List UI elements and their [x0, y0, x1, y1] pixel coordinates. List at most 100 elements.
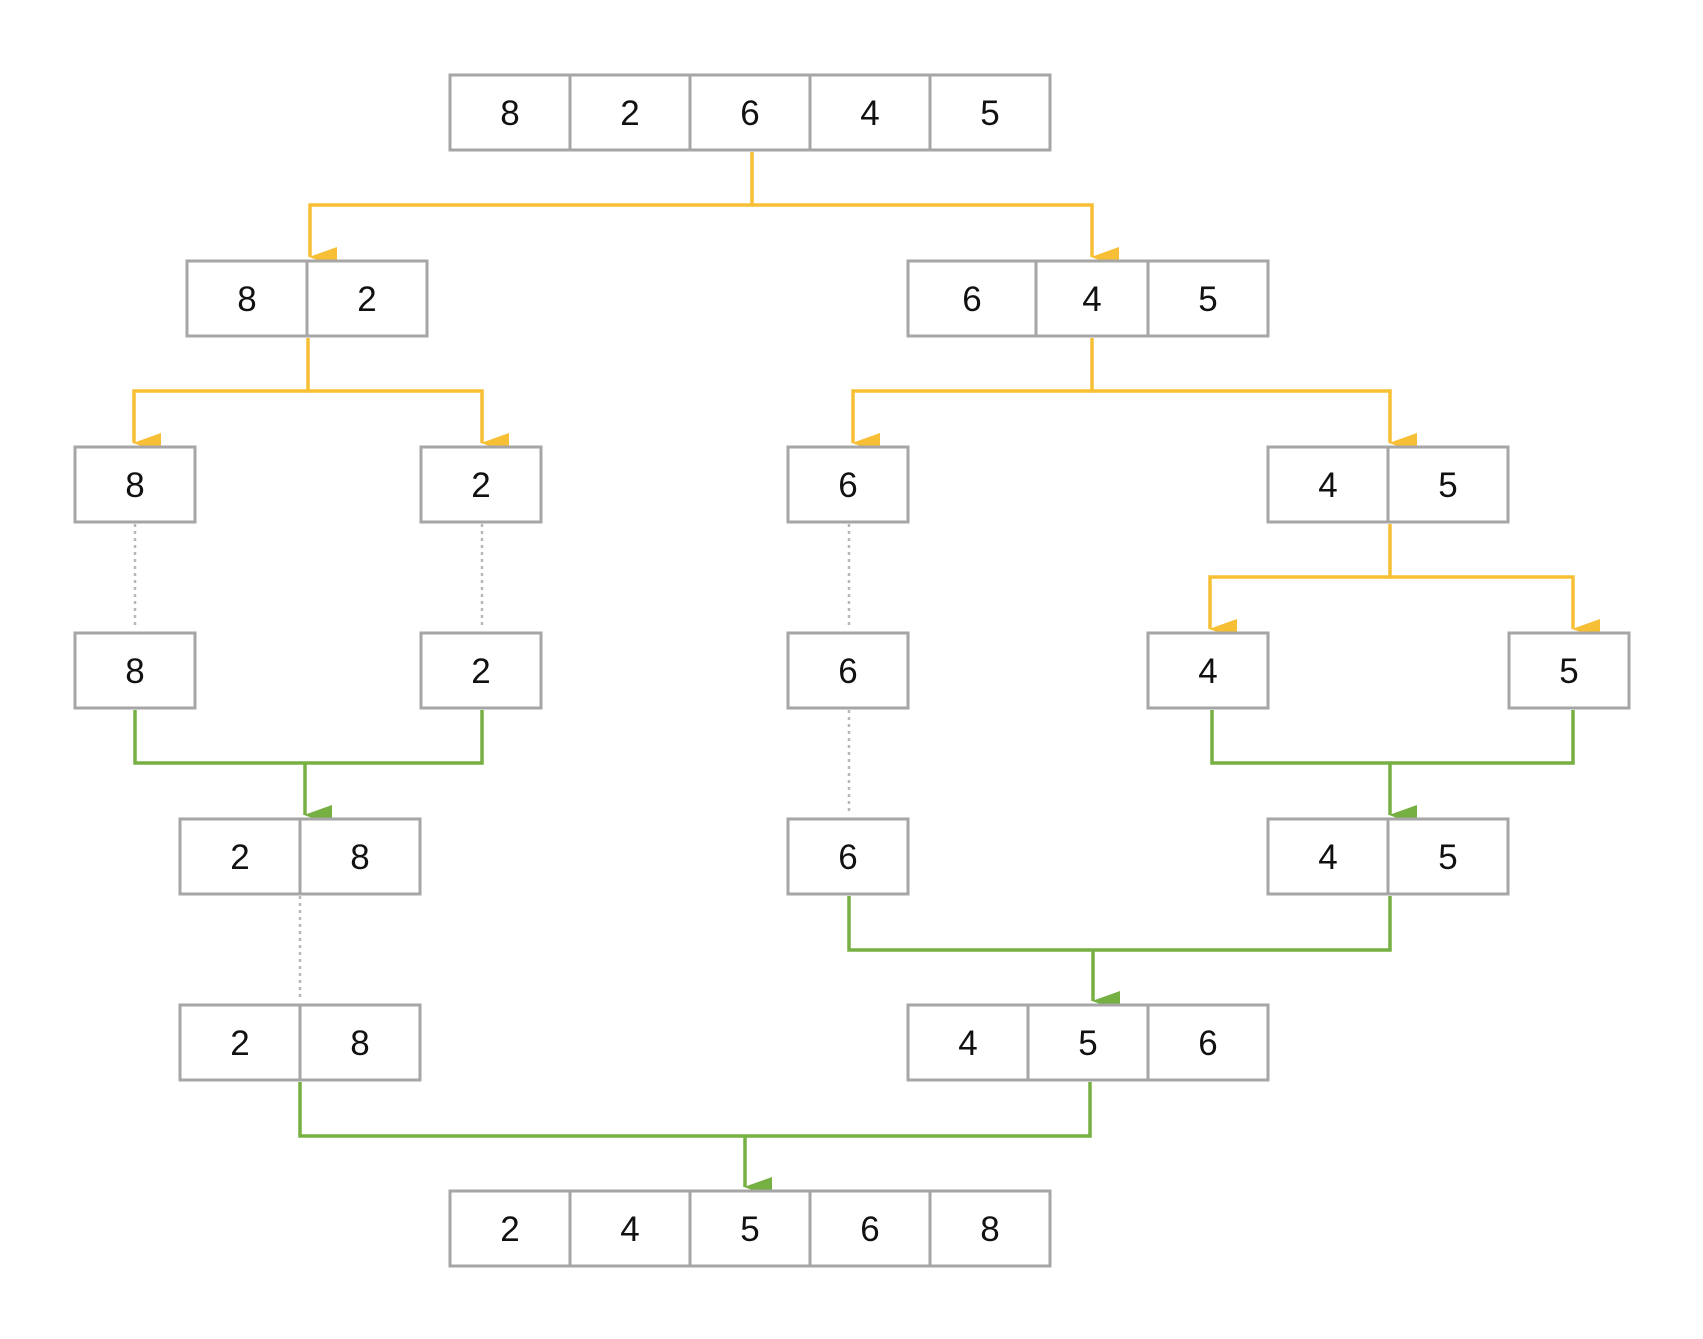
array-cell: 5	[928, 73, 1052, 152]
array-cell: 8	[928, 1189, 1052, 1268]
cell-border	[73, 445, 197, 524]
array-cell: 4	[1034, 259, 1150, 338]
cell-value: 8	[350, 1024, 369, 1063]
array-r-keep-6b: 6	[786, 817, 910, 896]
cell-value: 5	[1198, 280, 1217, 319]
cell-border	[298, 1003, 422, 1082]
array-cell: 8	[73, 445, 197, 524]
array-r-single-4: 4	[1146, 631, 1270, 710]
array-cell: 5	[1386, 445, 1510, 524]
array-l-keep-2: 2	[419, 631, 543, 710]
cell-border	[786, 631, 910, 710]
cell-border	[185, 259, 309, 338]
cell-value: 8	[237, 280, 256, 319]
array-cell: 6	[688, 73, 812, 152]
cell-border	[178, 817, 302, 896]
array-r-merged-456: 4 5 6	[906, 1003, 1270, 1082]
array-r-single-5: 5	[1507, 631, 1631, 710]
array-cell: 6	[786, 631, 910, 710]
split-45-4	[1208, 524, 1392, 639]
cell-border	[1146, 1003, 1270, 1082]
cell-value: 2	[620, 94, 639, 133]
cell-border	[419, 445, 543, 524]
array-cell: 2	[419, 631, 543, 710]
cell-value: 6	[860, 1210, 879, 1249]
merge-4-5-line	[1210, 710, 1575, 765]
cell-value: 5	[1438, 838, 1457, 877]
cell-value: 8	[125, 466, 144, 505]
cell-border	[1146, 631, 1270, 710]
array-cell: 2	[419, 445, 543, 524]
split-root-left	[308, 152, 754, 267]
array-cell: 4	[1266, 445, 1390, 524]
cell-border	[298, 817, 422, 896]
cell-value: 4	[1082, 280, 1101, 319]
array-cell: 5	[1386, 817, 1510, 896]
array-cell: 4	[1266, 817, 1390, 896]
cell-border	[688, 73, 812, 152]
cell-value: 2	[230, 838, 249, 877]
array-cell: 6	[786, 817, 910, 896]
cell-border	[1386, 817, 1510, 896]
array-cell: 2	[448, 1189, 572, 1268]
cell-value: 6	[838, 838, 857, 877]
cell-value: 5	[1438, 466, 1457, 505]
split-right-45	[1092, 389, 1417, 453]
array-cell: 8	[298, 817, 422, 896]
split-root-right	[752, 203, 1119, 267]
cell-value: 4	[620, 1210, 639, 1249]
array-r-keep-6: 6	[786, 631, 910, 710]
array-cell: 2	[178, 1003, 302, 1082]
cell-value: 8	[125, 652, 144, 691]
cell-border	[906, 1003, 1030, 1082]
array-cell: 6	[786, 445, 910, 524]
cell-value: 6	[838, 652, 857, 691]
array-final: 2 4 5 6 8	[448, 1189, 1052, 1268]
array-r-single-6: 6	[786, 445, 910, 524]
array-cell: 8	[448, 73, 572, 152]
cell-value: 4	[958, 1024, 977, 1063]
merge-6-45-line	[847, 896, 1392, 952]
cell-value: 2	[230, 1024, 249, 1063]
array-cell: 4	[906, 1003, 1030, 1082]
array-cell: 4	[808, 73, 932, 152]
split-45-5	[1390, 575, 1600, 639]
array-cell: 5	[1146, 259, 1270, 338]
cell-border	[906, 259, 1038, 338]
array-cell: 8	[185, 259, 309, 338]
cell-value: 2	[500, 1210, 519, 1249]
array-cell: 5	[1026, 1003, 1150, 1082]
array-l-single-8: 8	[73, 445, 197, 524]
cell-value: 2	[471, 466, 490, 505]
cell-border	[305, 259, 429, 338]
cell-value: 2	[471, 652, 490, 691]
cell-value: 6	[1198, 1024, 1217, 1063]
split-right-6	[851, 338, 1094, 453]
array-l-single-2: 2	[419, 445, 543, 524]
cell-value: 6	[740, 94, 759, 133]
cell-border	[1034, 259, 1150, 338]
cell-value: 8	[980, 1210, 999, 1249]
array-cell: 8	[73, 631, 197, 710]
cell-border	[419, 631, 543, 710]
cell-border	[1266, 445, 1390, 524]
array-cell: 6	[808, 1189, 932, 1268]
cell-value: 5	[740, 1210, 759, 1249]
split-left-8	[132, 338, 310, 453]
cell-border	[928, 1189, 1052, 1268]
cell-border	[448, 73, 572, 152]
merge-final-line	[298, 1082, 1092, 1138]
cell-value: 6	[838, 466, 857, 505]
array-cell: 2	[178, 817, 302, 896]
cell-value: 4	[1318, 838, 1337, 877]
cell-value: 2	[357, 280, 376, 319]
connectors	[132, 152, 1600, 1197]
cell-border	[1507, 631, 1631, 710]
